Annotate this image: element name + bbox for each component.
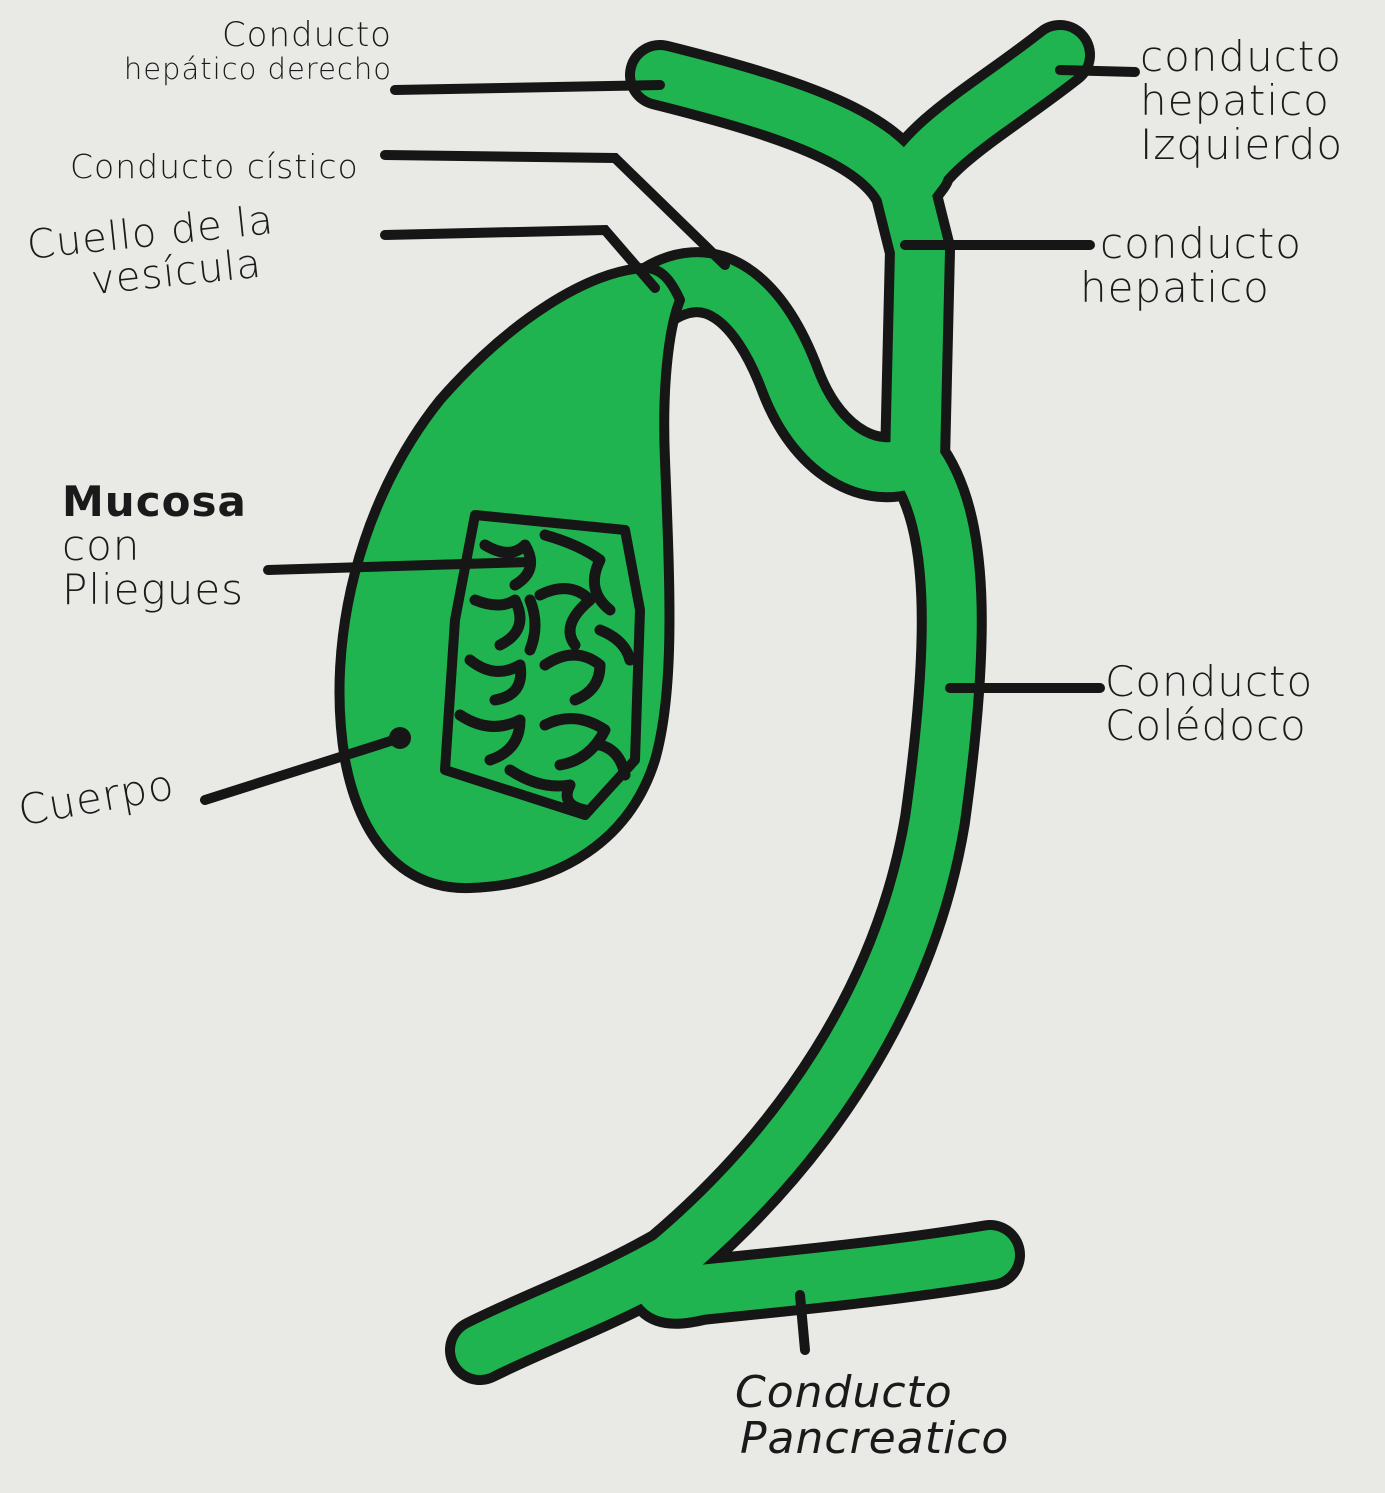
leader-right-hepatic	[395, 85, 660, 90]
label-line: hepatico	[1080, 266, 1302, 310]
leader-left-hepatic	[1060, 70, 1135, 72]
label-cystic-duct: Conducto cístico	[70, 150, 359, 185]
label-line: hepatico	[1140, 79, 1343, 123]
label-common-hepatic-duct: conducto hepatico	[1080, 222, 1302, 310]
label-line: Conducto cístico	[70, 150, 359, 185]
label-right-hepatic-duct: Conducto hepático derecho	[100, 18, 392, 84]
label-line: Conducto	[735, 1370, 1009, 1416]
body-pointer-dot	[389, 727, 411, 749]
label-mucosa: Mucosa con Pliegues	[62, 480, 247, 612]
label-line: Conducto	[1105, 660, 1313, 704]
label-line: hepático derecho	[100, 54, 392, 84]
label-line: conducto	[1140, 35, 1343, 79]
label-line: Colédoco	[1105, 704, 1313, 748]
label-line: Pancreatico	[735, 1416, 1009, 1462]
label-line: con	[62, 524, 247, 568]
label-common-bile-duct: Conducto Colédoco	[1105, 660, 1313, 748]
leader-pancreatic	[800, 1295, 805, 1350]
label-line: Conducto	[100, 18, 392, 54]
label-line: Mucosa	[62, 480, 247, 524]
label-pancreatic-duct: Conducto Pancreatico	[735, 1370, 1009, 1462]
label-line: Izquierdo	[1140, 123, 1343, 167]
label-left-hepatic-duct: conducto hepatico Izquierdo	[1140, 35, 1343, 167]
leader-cystic	[385, 155, 725, 265]
label-line: conducto	[1080, 222, 1302, 266]
label-line: Pliegues	[62, 568, 247, 612]
